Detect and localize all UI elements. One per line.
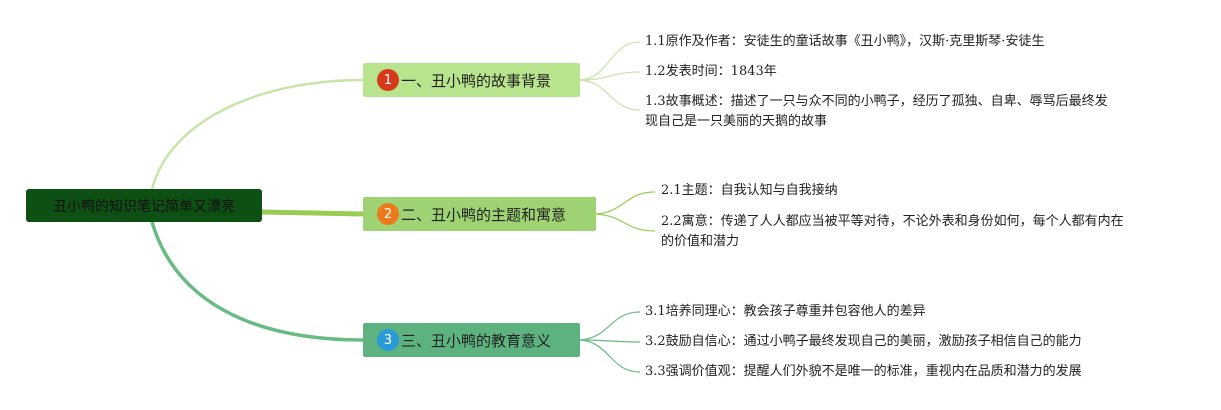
link-branch-2-leaf-2 [595,213,656,232]
link-root-branch-1 [150,78,364,190]
leaf-3-3[interactable]: 3.3强调价值观：提醒人们外貌不是唯一的标准，重视内在品质和潜力的发展 [645,362,1082,382]
branch-node-1[interactable]: 1 一、丑小鸭的故事背景 [363,63,580,97]
link-branch-3-leaf-2 [579,339,641,343]
leaf-2-2[interactable]: 2.2寓意：传递了人人都应当被平等对待，不论外表和身份如何，每个人都有内在 的价… [661,212,1124,252]
number-badge-1: 1 [377,69,399,91]
leaf-2-1-line-1: 2.1主题：自我认知与自我接纳 [661,183,838,198]
leaf-3-1-line-1: 3.1培养同理心：教会孩子尊重并包容他人的差异 [645,304,926,319]
link-branch-1-leaf-1 [579,41,641,81]
root-node[interactable]: 丑小鸭的知识笔记简单又漂亮 [26,189,262,222]
leaf-2-2-line-1: 2.2寓意：传递了人人都应当被平等对待，不论外表和身份如何，每个人都有内在 [661,214,1124,229]
leaf-1-3-line-2: 现自己是一只美丽的天鹅的故事 [645,114,828,129]
leaf-2-1[interactable]: 2.1主题：自我认知与自我接纳 [661,181,838,201]
leaf-1-1-line-1: 1.1原作及作者：安徒生的童话故事《丑小鸭》，汉斯·克里斯琴·安徒生 [645,34,1045,49]
branch-node-2[interactable]: 2 二、丑小鸭的主题和寓意 [363,197,596,231]
link-branch-3-leaf-3 [579,339,641,373]
leaf-3-1[interactable]: 3.1培养同理心：教会孩子尊重并包容他人的差异 [645,302,926,322]
branch-label-2: 二、丑小鸭的主题和寓意 [401,205,567,224]
leaf-1-1[interactable]: 1.1原作及作者：安徒生的童话故事《丑小鸭》，汉斯·克里斯琴·安徒生 [645,32,1044,52]
branch-node-3[interactable]: 3 三、丑小鸭的教育意义 [363,323,580,357]
link-root-branch-2 [261,209,364,217]
link-branch-1-leaf-3 [579,79,641,111]
link-branch-3-leaf-1 [579,311,641,341]
link-branch-2-leaf-1 [595,191,656,215]
leaf-3-2-line-1: 3.2鼓励自信心：通过小鸭子最终发现自己的美丽，激励孩子相信自己的能力 [645,334,1082,349]
leaf-3-2[interactable]: 3.2鼓励自信心：通过小鸭子最终发现自己的美丽，激励孩子相信自己的能力 [645,332,1082,352]
leaf-1-2-line-1: 1.2发表时间：1843年 [645,64,777,79]
link-root-branch-3 [150,221,364,342]
leaf-1-3[interactable]: 1.3故事概述：描述了一只与众不同的小鸭子，经历了孤独、自卑、辱骂后最终发 现自… [645,92,1108,132]
number-badge-2: 2 [377,203,399,225]
leaf-3-3-line-1: 3.3强调价值观：提醒人们外貌不是唯一的标准，重视内在品质和潜力的发展 [645,364,1082,379]
branch-label-1: 一、丑小鸭的故事背景 [401,71,552,90]
leaf-1-2[interactable]: 1.2发表时间：1843年 [645,62,777,82]
leaf-1-3-line-1: 1.3故事概述：描述了一只与众不同的小鸭子，经历了孤独、自卑、辱骂后最终发 [645,94,1108,109]
branch-label-3: 三、丑小鸭的教育意义 [401,331,552,350]
number-badge-3: 3 [377,329,399,351]
root-label: 丑小鸭的知识笔记简单又漂亮 [53,198,235,215]
leaf-2-2-line-2: 的价值和潜力 [661,234,740,249]
link-branch-1-leaf-2 [579,71,641,81]
